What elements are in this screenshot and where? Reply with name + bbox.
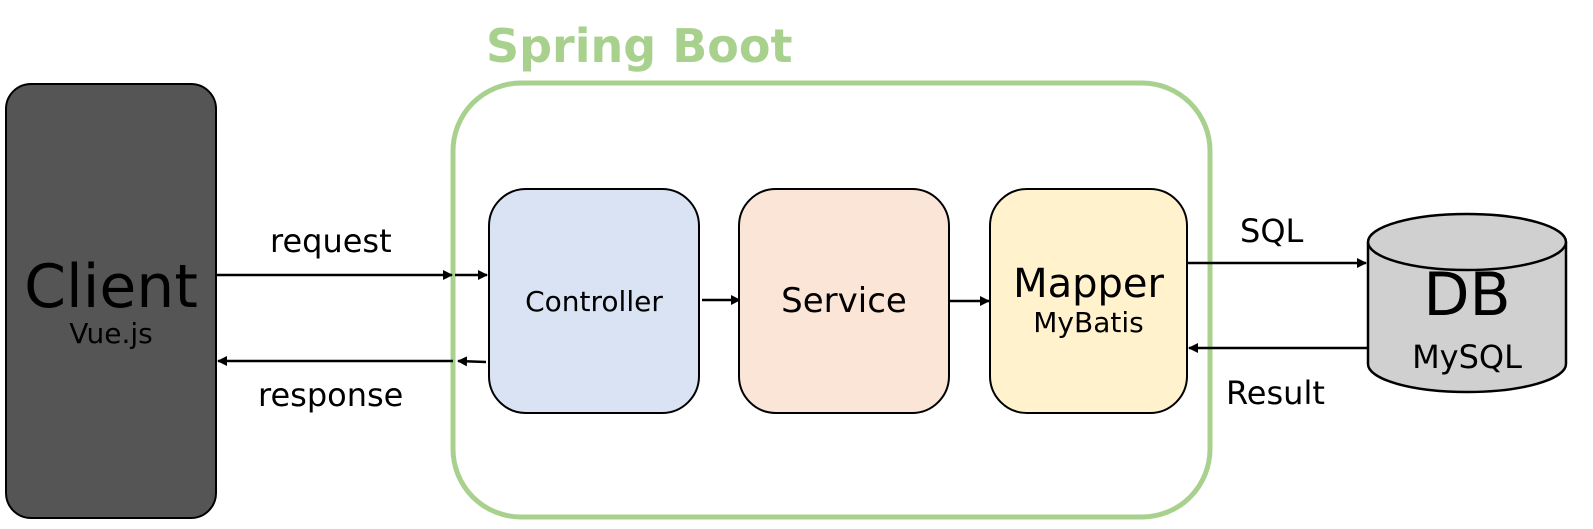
- client-tech: Vue.js: [69, 317, 153, 350]
- spring-boot-title: Spring Boot: [486, 19, 793, 73]
- service-label: Service: [781, 281, 907, 321]
- database-cylinder: [1366, 212, 1568, 394]
- response-label: response: [258, 376, 404, 414]
- request-label: request: [270, 222, 392, 260]
- database-name: DB: [1423, 260, 1511, 330]
- client-box: Client Vue.js: [5, 83, 217, 519]
- response-arrow-inner: [457, 356, 487, 367]
- database-tech: MySQL: [1412, 338, 1522, 376]
- mapper-label: Mapper: [1013, 261, 1164, 307]
- controller-label: Controller: [525, 284, 663, 318]
- controller-box: Controller: [488, 188, 700, 414]
- client-name: Client: [24, 252, 198, 322]
- result-label: Result: [1226, 374, 1325, 412]
- sql-label: SQL: [1240, 212, 1304, 250]
- spring-boot-container: [450, 80, 1213, 520]
- service-box: Service: [738, 188, 950, 414]
- mapper-box: Mapper MyBatis: [989, 188, 1188, 414]
- mapper-tech: MyBatis: [1033, 306, 1144, 339]
